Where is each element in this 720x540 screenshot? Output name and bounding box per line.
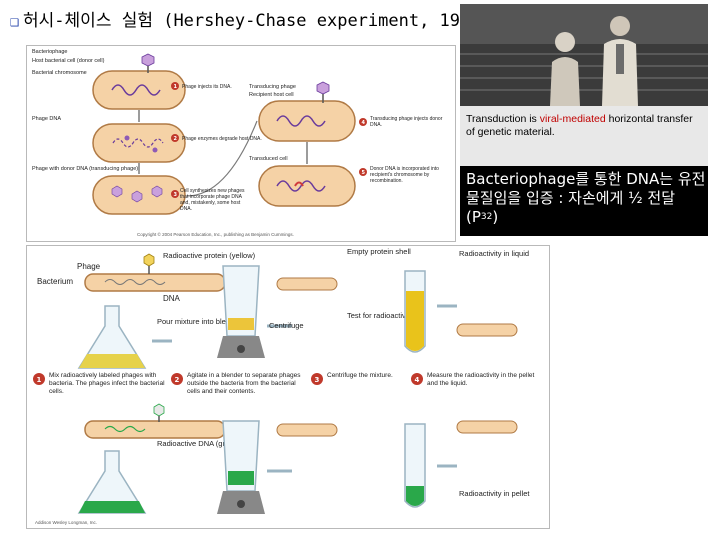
label-centrifuge: Centrifuge [269,321,304,330]
phage-green-icon [153,403,165,422]
step-4-text: Transducing phage injects donor DNA. [370,116,443,128]
step-5-marker [359,168,367,176]
label-bacterium: Bacterium [37,277,73,286]
label-transducing-phage: Transducing phage [249,84,296,90]
cell-recipient-1 [258,100,356,142]
label-test-radioactivity: Test for radioactivity [347,311,414,320]
step-1-text: Phage injects its DNA. [182,84,232,90]
hc-step-1-box: Mix radioactively labeled phages with ba… [49,372,165,395]
step-3-box: Cell synthesizes new phages that incorpo… [180,188,245,212]
title-bullet-icon: ❑ [10,12,20,30]
step-2-marker [171,134,179,142]
tube-green [404,423,426,508]
hc-step-4-marker [411,373,423,385]
transducing-phage-icon [316,81,330,103]
hc-step-3-box: Centrifuge the mixture. [327,372,393,379]
phage-attached-icon [141,53,155,73]
label-dna: DNA [163,294,181,303]
bacteria-pellet-top [276,277,518,337]
hc-step-4-box: Measure the radioactivity in the pellet … [427,372,535,387]
flask-yellow [77,305,147,369]
label-radioactivity-pellet: Radioactivity in pellet [459,489,530,498]
label-recipient-cell: Recipient host cell [249,92,294,98]
hc-step-3-marker [311,373,323,385]
step-3-text: Cell synthesizes new phages that incorpo… [180,188,245,212]
korean-note-text: Bacteriophage를 통한 DNA는 유전물질임을 입증 : 자손에게 … [466,170,706,226]
label-transduced-cell: Transduced cell [249,156,288,162]
phage-yellow-icon [143,253,155,274]
label-phage-dna: Phage DNA [32,116,61,122]
label-chromosome: Bacterial chromosome [32,70,87,76]
step-2-number: 2 [174,136,178,142]
step-4-box: Transducing phage injects donor DNA. [370,116,443,128]
hc-step-2-text: Agitate in a blender to separate phages … [187,372,301,395]
hc-step-4-number: 4 [415,376,420,384]
scientists-photo [460,4,708,106]
slide-title: ❑허시-체이스 실험 (Hershey-Chase experiment, 19… [10,6,491,31]
transduction-note: Transduction is viral-mediated horizonta… [460,106,708,166]
label-phage-donor-dna: Phage with donor DNA (transducing phage) [32,166,138,172]
transduction-illustration: Bacteriophage Host bacterial cell (donor… [32,49,443,237]
step-5-box: Donor DNA is incorporated into recipient… [370,166,439,184]
bacterium-top [84,273,226,292]
label-radioactive-protein: Radioactive protein (yellow) [163,251,256,260]
korean-note: Bacteriophage를 통한 DNA는 유전물질임을 입증 : 자손에게 … [460,166,708,236]
hc-step-1-marker [33,373,45,385]
step-4-marker [359,118,367,126]
hc-step-2-marker [171,373,183,385]
title-text: 허시-체이스 실험 (Hershey-Chase experiment, 195… [23,11,491,31]
step-3-number: 3 [174,192,178,198]
hershey-chase-illustration: Phage Bacterium Radioactive protein (yel… [33,247,535,525]
blender-top [217,265,265,358]
transduction-figure: Bacteriophage Host bacterial cell (donor… [26,45,456,242]
transduction-note-text: Transduction is viral-mediated horizonta… [466,113,693,138]
hc-step-4-text: Measure the radioactivity in the pellet … [427,372,535,387]
label-bacteriophage: Bacteriophage [32,49,67,55]
hc-step-1-text: Mix radioactively labeled phages with ba… [49,372,165,395]
step-3-marker [171,190,179,198]
cell-donor-3 [92,175,186,215]
hc-step-3-text: Centrifuge the mixture. [327,372,393,379]
step-4-number: 4 [362,120,366,126]
step-5-text: Donor DNA is incorporated into recipient… [370,166,439,184]
hc-copyright: Addison Wesley Longman, Inc. [35,520,97,525]
hc-step-3-number: 3 [315,376,320,384]
cell-transduced [258,165,356,207]
blender-bottom [217,420,265,514]
step-1-number: 1 [174,84,178,90]
bacterium-bottom [84,420,226,439]
step-1-marker [171,82,179,90]
step-5-number: 5 [362,170,366,176]
arrow-curve-icon [186,120,258,197]
label-radioactive-dna: Radioactive DNA (green) [157,439,240,448]
label-phage: Phage [77,262,101,271]
bacteria-pellet-bottom [276,420,518,437]
label-empty-protein-shell: Empty protein shell [347,247,411,256]
transduction-copyright: Copyright © 2004 Pearson Education, Inc.… [137,231,294,237]
cell-donor-2 [92,123,186,163]
label-pour-mixture: Pour mixture into blender [157,317,241,326]
hershey-chase-figure: Phage Bacterium Radioactive protein (yel… [26,245,550,529]
tube-yellow [404,270,426,353]
flask-green [77,450,147,514]
hc-step-2-box: Agitate in a blender to separate phages … [187,372,301,395]
label-radioactivity-liquid: Radioactivity in liquid [459,249,529,258]
hc-step-1-number: 1 [37,376,42,384]
scientist-man [602,16,638,106]
hc-step-2-number: 2 [175,376,180,384]
cell-donor-1 [92,70,186,110]
label-host-cell: Host bacterial cell (donor cell) [32,58,105,64]
step-2-text: Phage enzymes degrade host DNA. [182,136,262,142]
scientist-woman [550,32,580,106]
